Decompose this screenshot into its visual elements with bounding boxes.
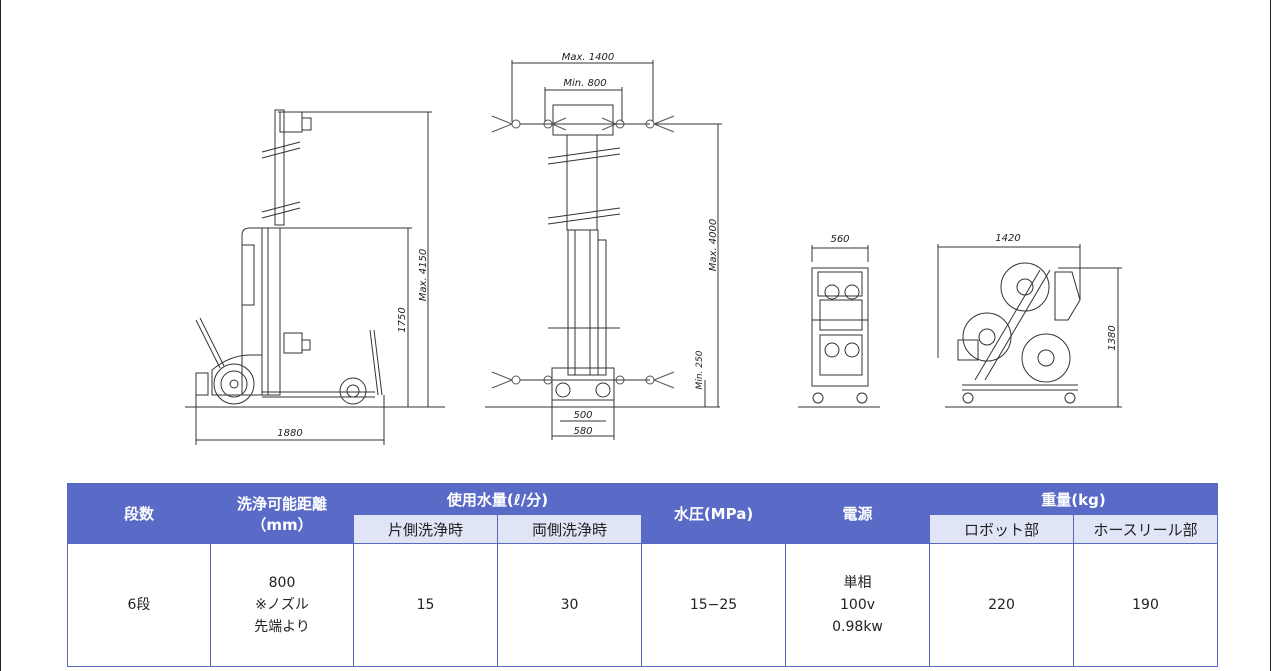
header-water: 使用水量(ℓ/分) bbox=[352, 483, 643, 515]
front-view-drawing bbox=[485, 60, 722, 440]
header-weight: 重量(kg) bbox=[929, 483, 1219, 515]
cell-weight-robot: 220 bbox=[929, 543, 1075, 667]
dim-front-width-min: Min. 800 bbox=[563, 78, 606, 89]
spec-table: 段数 洗浄可能距離 （mm） 使用水量(ℓ/分) 水圧(MPa) 電源 重量(k… bbox=[67, 483, 1219, 667]
cell-distance-line3: 先端より bbox=[254, 619, 310, 635]
table-row: 6段 800 ※ノズル 先端より 15 30 15−25 単相 100v 0.9… bbox=[67, 543, 1219, 667]
cell-pressure: 15−25 bbox=[641, 543, 787, 667]
header-distance-line1: 洗浄可能距離 bbox=[236, 494, 327, 513]
cell-water-both: 30 bbox=[496, 543, 643, 667]
cell-distance-line2: ※ノズル bbox=[255, 597, 309, 613]
dim-side-height-max: Max. 4150 bbox=[418, 249, 429, 301]
reel-front-drawing bbox=[798, 245, 880, 408]
header-distance-line2: （mm） bbox=[251, 515, 313, 534]
dim-front-nozzle-min: Min. 250 bbox=[695, 350, 705, 389]
cell-distance: 800 ※ノズル 先端より bbox=[210, 543, 354, 667]
cell-power: 単相 100v 0.98kw bbox=[785, 543, 931, 667]
cell-power-line1: 単相 bbox=[843, 575, 872, 591]
technical-drawings: Max. 4150 1750 1880 Max. 1400 Min. 800 M… bbox=[185, 52, 1122, 445]
dim-front-height-max: Max. 4000 bbox=[708, 219, 719, 271]
header-distance: 洗浄可能距離 （mm） bbox=[210, 483, 354, 544]
dim-front-width-max: Max. 1400 bbox=[562, 52, 614, 63]
cell-power-line3: 0.98kw bbox=[832, 619, 883, 635]
dim-front-base-inner: 500 bbox=[573, 410, 592, 421]
cell-water-single: 15 bbox=[353, 543, 498, 667]
dim-front-base-outer: 580 bbox=[573, 426, 592, 437]
frame-right-border bbox=[1270, 0, 1271, 671]
cell-stages: 6段 bbox=[67, 543, 211, 667]
dim-reel-side-width: 1420 bbox=[995, 233, 1020, 244]
header-water-single: 片側洗浄時 bbox=[353, 514, 498, 544]
dim-reel-front-width: 560 bbox=[830, 234, 849, 245]
side-view-drawing bbox=[185, 109, 445, 445]
header-stages: 段数 bbox=[67, 483, 211, 544]
cell-weight-reel: 190 bbox=[1073, 543, 1219, 667]
cell-power-line2: 100v bbox=[840, 597, 876, 613]
cell-distance-line1: 800 bbox=[268, 575, 296, 591]
dim-reel-side-height: 1380 bbox=[1107, 325, 1118, 350]
dim-side-length: 1880 bbox=[277, 428, 302, 439]
header-pressure: 水圧(MPa) bbox=[641, 483, 787, 544]
nozzle-sprays bbox=[491, 115, 675, 389]
reel-side-drawing bbox=[937, 244, 1122, 408]
frame-left-border bbox=[0, 0, 1, 671]
header-weight-reel: ホースリール部 bbox=[1073, 514, 1219, 544]
header-water-both: 両側洗浄時 bbox=[496, 514, 643, 544]
header-power: 電源 bbox=[785, 483, 931, 544]
dim-side-height-arm: 1750 bbox=[397, 307, 408, 332]
header-weight-robot: ロボット部 bbox=[929, 514, 1075, 544]
